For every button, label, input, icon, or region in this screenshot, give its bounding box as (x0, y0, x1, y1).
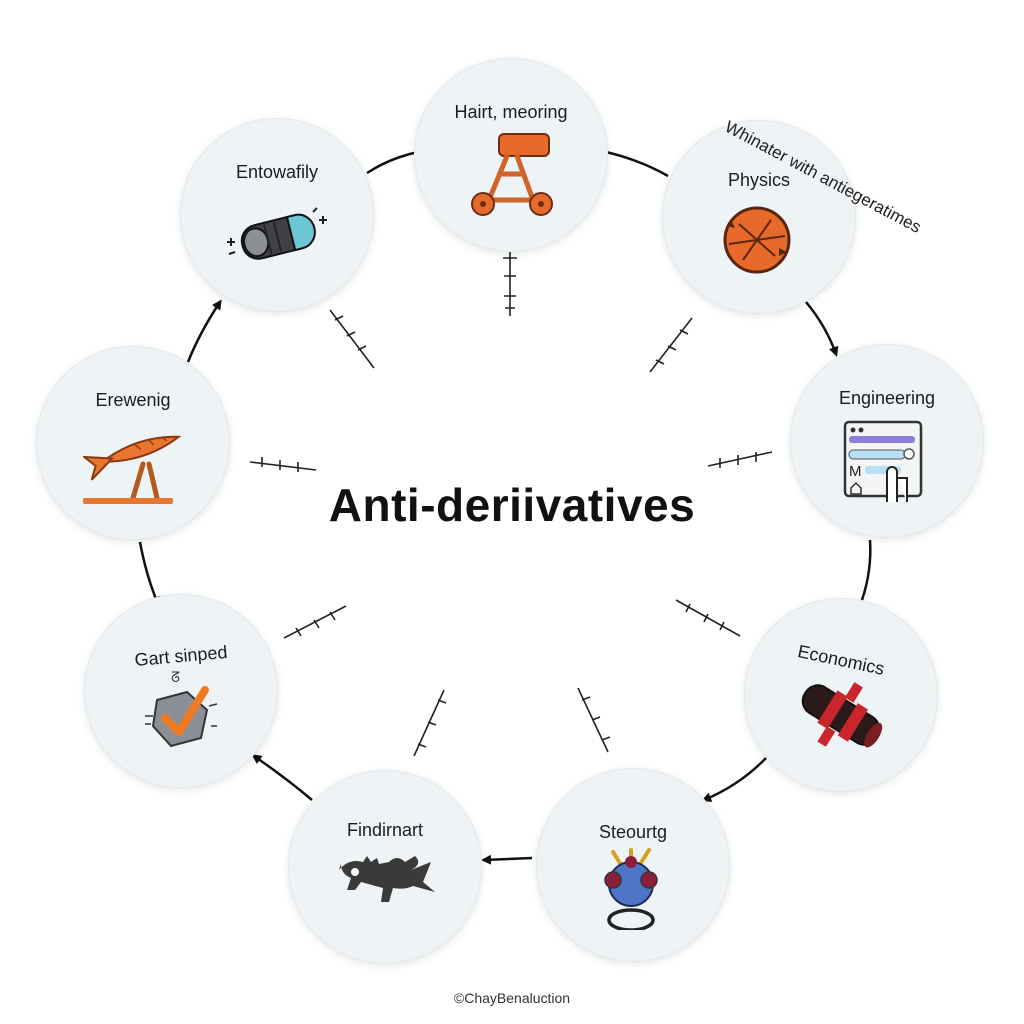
node-bottom: Findirnart (288, 770, 482, 964)
node-left-upper: Erewenig (36, 346, 230, 540)
node-engineering: Engineering M (790, 344, 984, 538)
diagram-title: Anti-deriivatives (328, 479, 696, 531)
svg-text:ᘔ: ᘔ (171, 669, 180, 685)
connector-arrow-7 (251, 754, 313, 801)
node-top-left: Entowafily (180, 118, 374, 312)
node-label: Steourtg (598, 822, 668, 842)
connector-arc-4 (860, 539, 872, 601)
scribble-1 (503, 246, 517, 316)
checkmark-icon: ᘔ (145, 669, 218, 748)
connector-arrow-6 (481, 854, 533, 865)
scribble-8 (413, 689, 447, 757)
connector-arc-1 (366, 150, 419, 175)
scribble-4 (249, 457, 317, 472)
node-top: Hairt, meoring (414, 58, 608, 252)
scribble-5 (707, 451, 773, 468)
capsule-icon (227, 207, 327, 260)
node-bottom-right: Steourtg (536, 768, 730, 962)
roller-icon (801, 682, 883, 748)
node-label: Engineering (838, 388, 936, 408)
connector-arrow-5 (701, 757, 767, 802)
connector-arrow-3 (805, 301, 839, 357)
node-label: Erewenig (95, 390, 171, 410)
node-left-lower: Gart sinped ᘔ (84, 594, 278, 788)
scribble-3 (649, 317, 693, 373)
formula-scribbles (249, 246, 773, 757)
connector-arrow-9 (186, 299, 222, 363)
footer-credit: ©ChayBenaluction (453, 990, 571, 1006)
svg-text:M: M (849, 463, 862, 480)
rocket-icon (83, 435, 182, 504)
scribble-9 (577, 687, 611, 753)
scribble-7 (675, 599, 741, 637)
node-physics: Physics (662, 120, 856, 314)
interface-panel-icon: M (843, 420, 923, 502)
node-label: Physics (727, 170, 790, 190)
scribble-2 (329, 309, 375, 369)
ball-icon (723, 206, 791, 274)
ring-sphere-icon (604, 848, 658, 930)
node-label: Findirnart (346, 820, 424, 840)
node-label: Entowafily (235, 162, 319, 182)
gear-fish-icon (339, 856, 435, 902)
node-label: Hairt, meoring (454, 102, 568, 122)
connector-arc-2 (605, 150, 669, 178)
scribble-6 (283, 605, 347, 639)
cart-icon (471, 133, 553, 216)
node-economics: Economics (744, 598, 938, 792)
connector-arrow-8 (138, 541, 160, 607)
